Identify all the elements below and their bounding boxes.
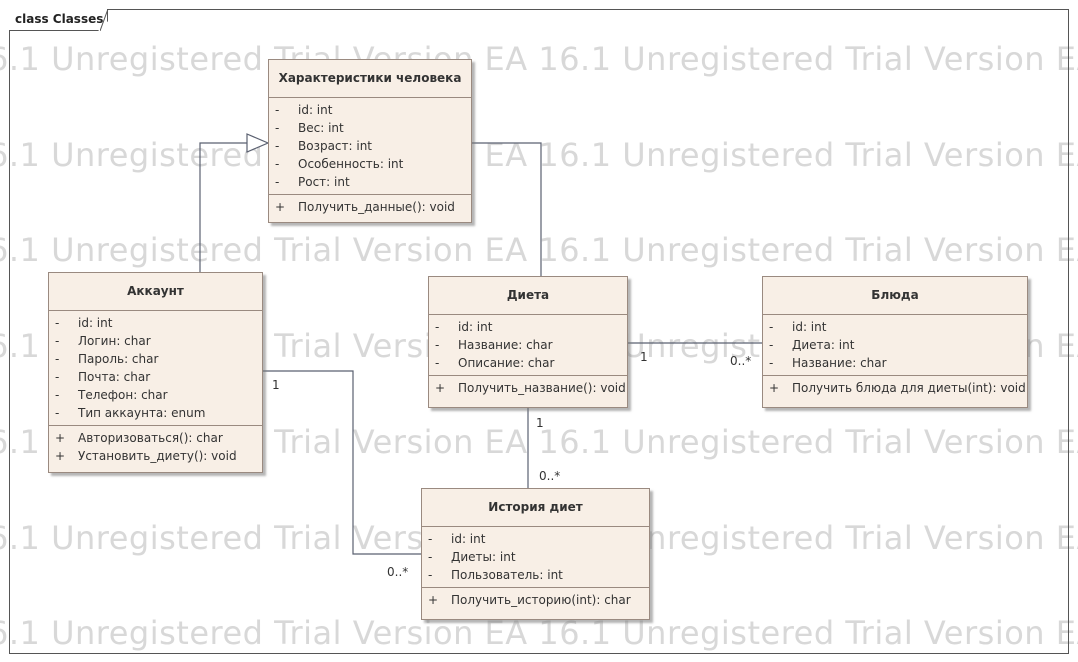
attribute-row: -Рост: int bbox=[275, 175, 350, 189]
attribute-row: -id: int bbox=[769, 320, 827, 334]
diagram-frame-label: class Classes bbox=[9, 9, 108, 31]
class-dishes[interactable]: Блюда -id: int -Диета: int -Название: ch… bbox=[762, 276, 1028, 408]
attributes-section: -id: int -Название: char -Описание: char bbox=[429, 315, 627, 376]
operation-row: +Получить_название(): void bbox=[435, 381, 626, 395]
attributes-section: -id: int -Диета: int -Название: char bbox=[763, 315, 1027, 376]
multiplicity-dishes-end: 0..* bbox=[730, 354, 752, 368]
attribute-row: -Название: char bbox=[769, 356, 887, 370]
multiplicity-diet-end-to-dishes: 1 bbox=[640, 350, 648, 364]
operations-section: +Получить_историю(int): char bbox=[422, 588, 649, 612]
attributes-section: -id: int -Диеты: int -Пользователь: int bbox=[422, 527, 649, 588]
multiplicity-history-end-from-diet: 0..* bbox=[539, 469, 561, 483]
operations-section: +Получить_данные(): void bbox=[269, 195, 471, 219]
generalization-account-human bbox=[199, 142, 247, 272]
operation-row: +Установить_диету(): void bbox=[55, 449, 237, 463]
generalization-arrowhead bbox=[246, 133, 270, 153]
operations-section: +Получить блюда для диеты(int): void bbox=[763, 376, 1027, 400]
class-title: Блюда bbox=[763, 277, 1027, 315]
attribute-row: -Возраст: int bbox=[275, 139, 373, 153]
attribute-row: -id: int bbox=[428, 532, 486, 546]
attribute-row: -Диеты: int bbox=[428, 550, 516, 564]
attribute-row: -Пароль: char bbox=[55, 352, 159, 366]
class-title: Характеристики человека bbox=[269, 60, 471, 98]
attribute-row: -Телефон: char bbox=[55, 388, 168, 402]
generalization-diet-human bbox=[472, 142, 542, 276]
class-title: История диет bbox=[422, 489, 649, 527]
multiplicity-history-end-from-account: 0..* bbox=[387, 565, 409, 579]
operations-section: +Получить_название(): void bbox=[429, 376, 627, 400]
attribute-row: -Особенность: int bbox=[275, 157, 404, 171]
class-human-characteristics[interactable]: Характеристики человека -id: int -Вес: i… bbox=[268, 59, 472, 223]
association-account-history bbox=[263, 370, 421, 555]
attribute-row: -Почта: char bbox=[55, 370, 151, 384]
attributes-section: -id: int -Вес: int -Возраст: int -Особен… bbox=[269, 98, 471, 195]
diagram-frame bbox=[9, 9, 1069, 654]
operation-row: +Получить_данные(): void bbox=[275, 200, 455, 214]
class-diet-history[interactable]: История диет -id: int -Диеты: int -Польз… bbox=[421, 488, 650, 620]
class-title: Аккаунт bbox=[49, 273, 262, 311]
class-account[interactable]: Аккаунт -id: int -Логин: char -Пароль: c… bbox=[48, 272, 263, 473]
attribute-row: -Тип аккаунта: enum bbox=[55, 406, 206, 420]
attribute-row: -Диета: int bbox=[769, 338, 855, 352]
attribute-row: -Вес: int bbox=[275, 121, 344, 135]
class-title: Диета bbox=[429, 277, 627, 315]
attribute-row: -Пользователь: int bbox=[428, 568, 563, 582]
operation-row: +Авторизоваться(): char bbox=[55, 431, 223, 445]
attribute-row: -Название: char bbox=[435, 338, 553, 352]
multiplicity-diet-end-to-history: 1 bbox=[536, 416, 544, 430]
multiplicity-account-end: 1 bbox=[272, 378, 280, 392]
attribute-row: -Описание: char bbox=[435, 356, 555, 370]
operation-row: +Получить_историю(int): char bbox=[428, 593, 631, 607]
attribute-row: -Логин: char bbox=[55, 334, 151, 348]
operation-row: +Получить блюда для диеты(int): void bbox=[769, 381, 1026, 395]
attribute-row: -id: int bbox=[435, 320, 493, 334]
attribute-row: -id: int bbox=[55, 316, 113, 330]
attributes-section: -id: int -Логин: char -Пароль: char -Поч… bbox=[49, 311, 262, 426]
operations-section: +Авторизоваться(): char +Установить_диет… bbox=[49, 426, 262, 468]
attribute-row: -id: int bbox=[275, 103, 333, 117]
class-diet[interactable]: Диета -id: int -Название: char -Описание… bbox=[428, 276, 628, 408]
